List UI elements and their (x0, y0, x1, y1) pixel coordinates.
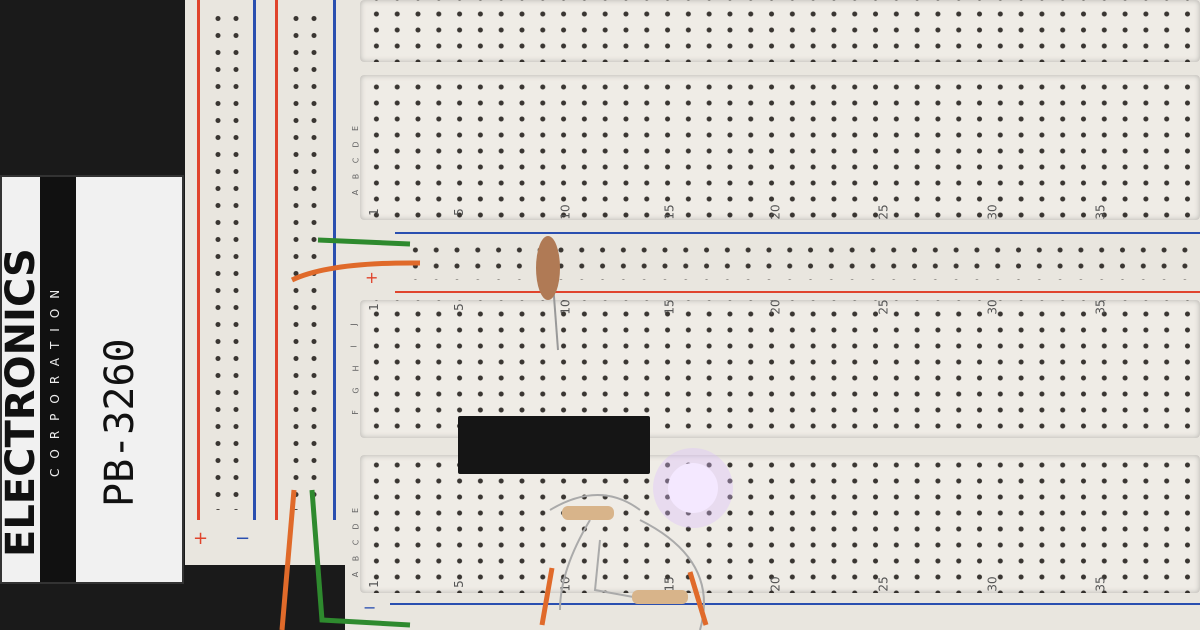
green-wire-top (317, 237, 411, 247)
brand-strip: CORPORATION (40, 177, 76, 582)
ceramic-capacitor (536, 236, 560, 300)
resistor-2 (632, 590, 688, 604)
led (668, 463, 718, 513)
resistor-1 (562, 506, 614, 520)
rail-minus-label-h: − (363, 598, 377, 617)
orange-jumpers (539, 567, 709, 626)
rail-plus-label: + (193, 528, 209, 549)
power-rails-vertical: + − (185, 0, 345, 565)
green-wire-bottom (309, 489, 411, 628)
orange-wire-bottom (279, 489, 297, 630)
orange-wire-top (290, 260, 421, 283)
component-leads (549, 494, 705, 630)
rail-plus-label-h: + (365, 268, 379, 287)
breadboard-label-card: CORPORATION ELECTRONICS PB-3260 (0, 175, 184, 584)
rail-minus-label: − (235, 528, 251, 549)
ic-chip (458, 416, 650, 474)
